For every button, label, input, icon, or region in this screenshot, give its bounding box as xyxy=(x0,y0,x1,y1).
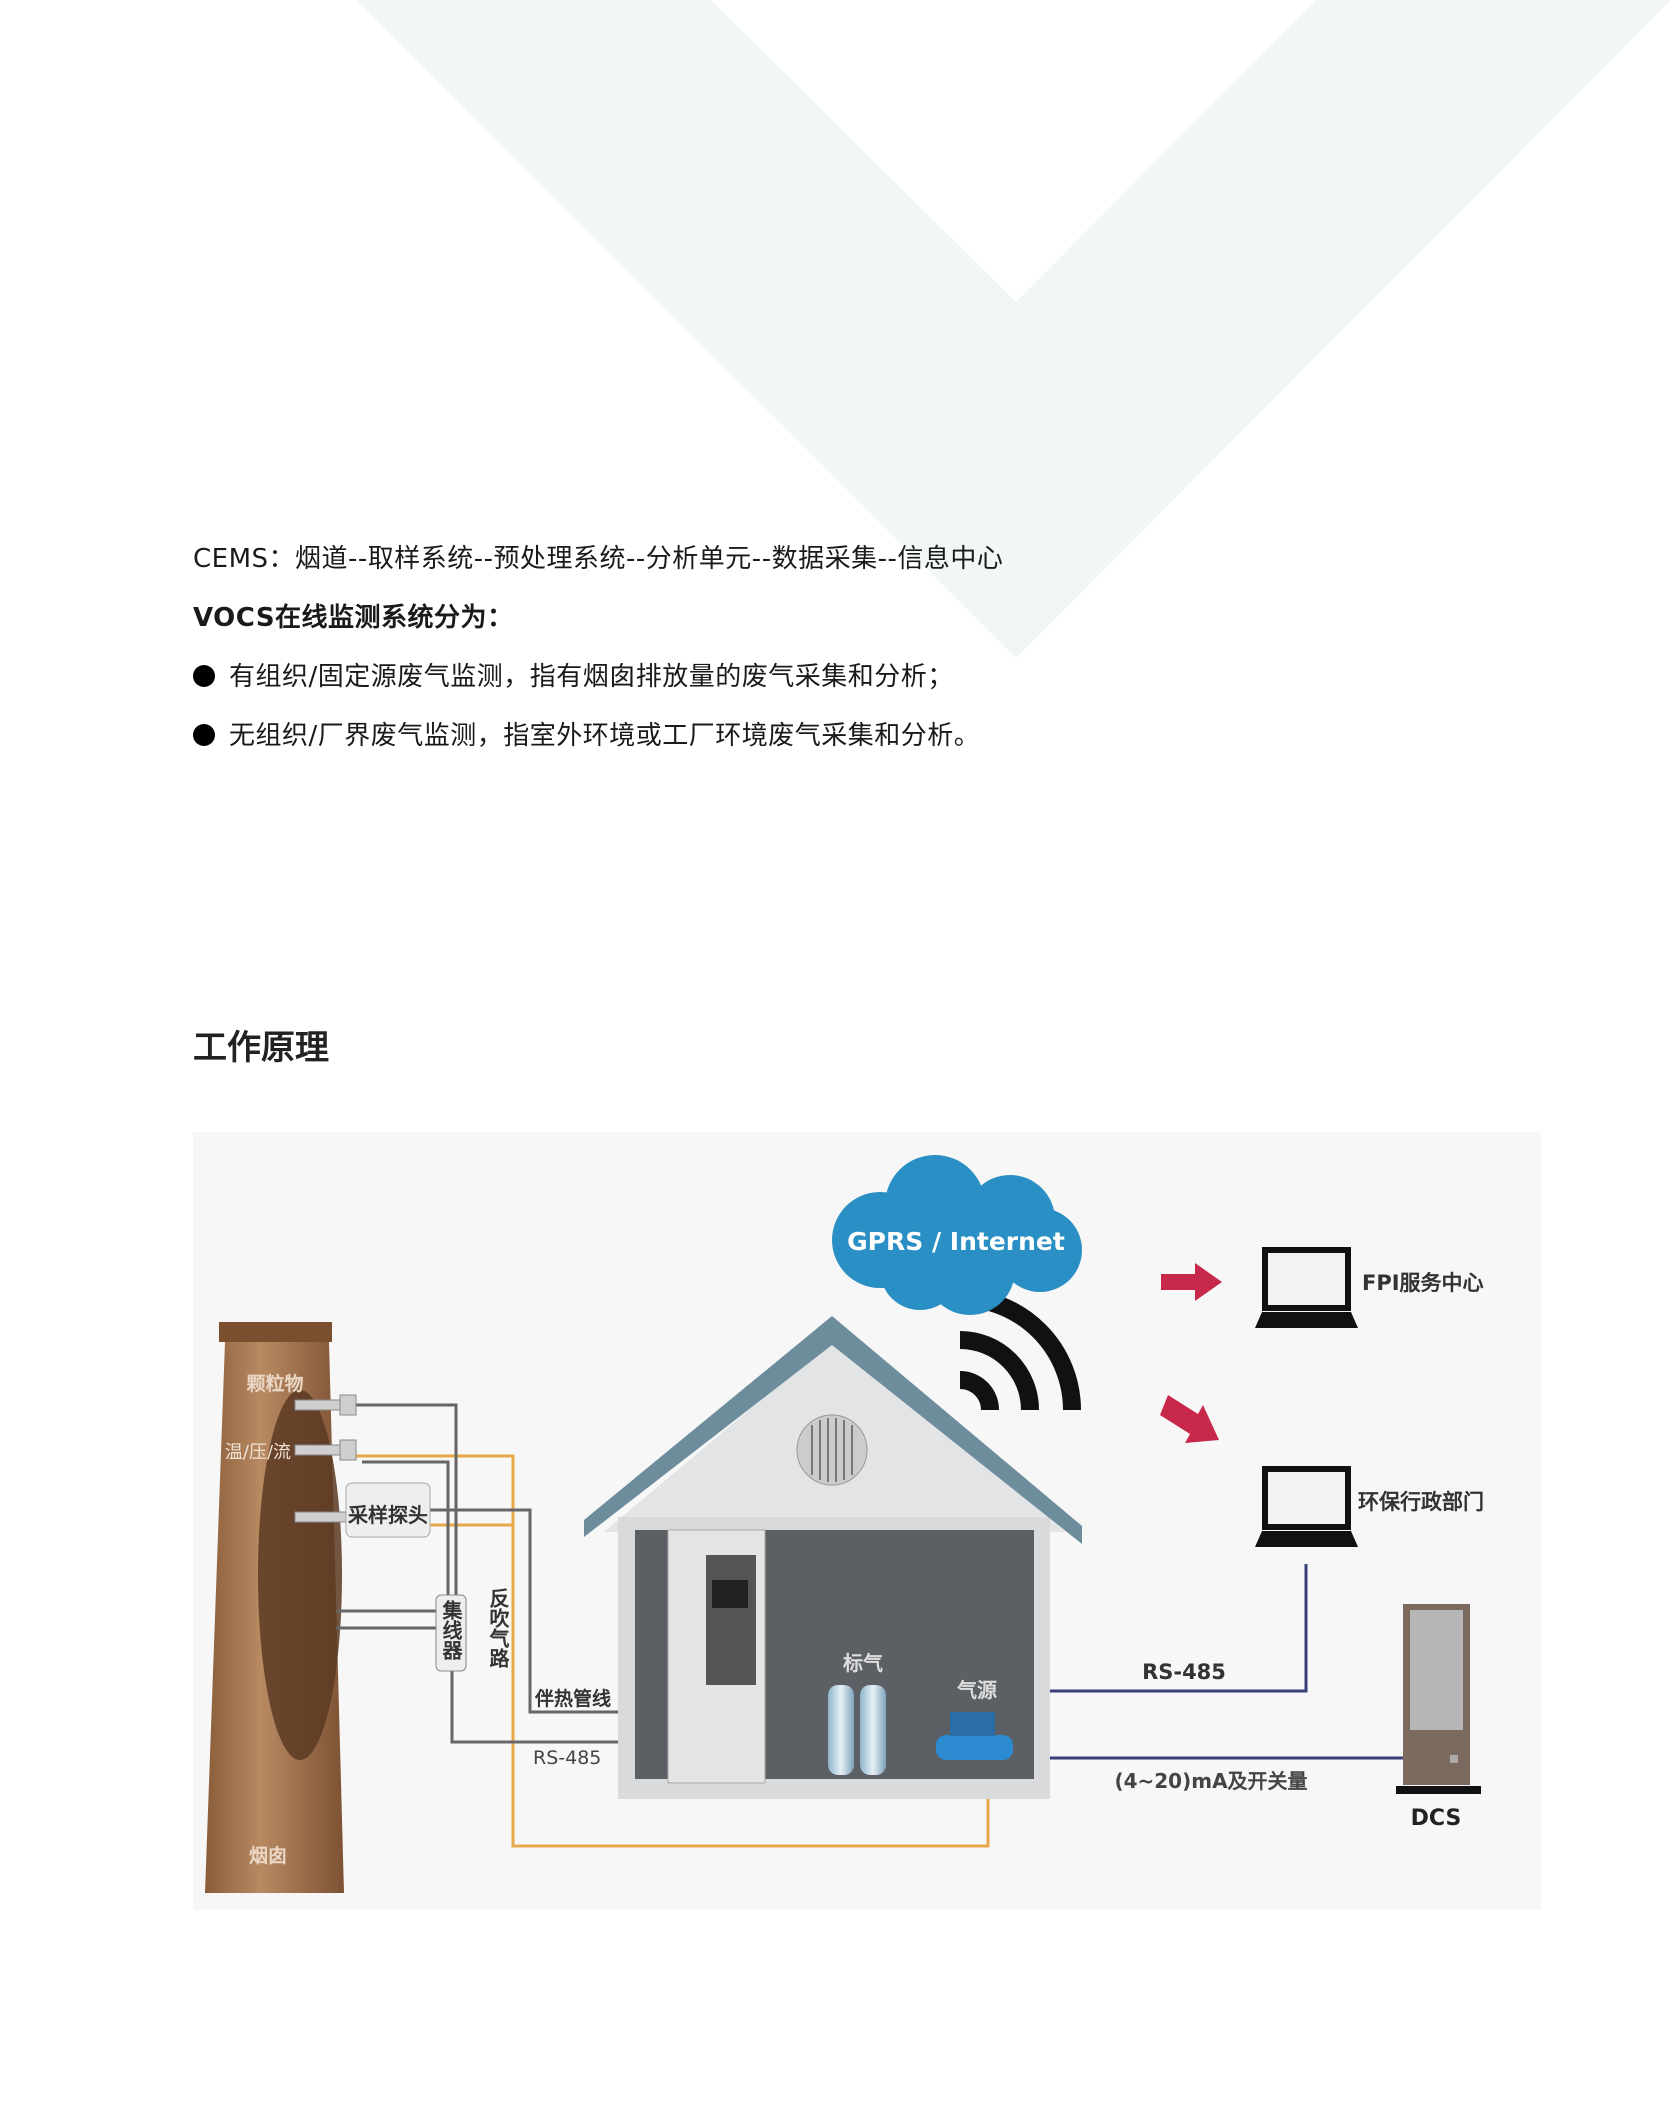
house xyxy=(584,1316,1082,1799)
dcs-label: DCS xyxy=(1411,1806,1462,1831)
tpf-label: 温/压/流 xyxy=(225,1442,291,1463)
gas-cylinder xyxy=(828,1685,854,1775)
bullet-item: 无组织/厂界废气监测，指室外环境或工厂环境废气采集和分析。 xyxy=(193,715,980,752)
chimney xyxy=(205,1322,344,1893)
analog-label: (4~20)mA及开关量 xyxy=(1114,1769,1307,1793)
section-title: 工作原理 xyxy=(193,1028,329,1068)
bullet-icon xyxy=(193,665,215,687)
arrow-icon xyxy=(1160,1263,1222,1443)
gas-cylinder xyxy=(860,1685,886,1775)
gray-wire xyxy=(356,1403,458,1597)
probe-label: 采样探头 xyxy=(348,1503,428,1527)
sampling-probe-box xyxy=(345,1482,431,1538)
cloud-label: GPRS / Internet xyxy=(847,1227,1065,1256)
air-compressor xyxy=(936,1735,1013,1760)
rs485-left-label: RS-485 xyxy=(533,1747,601,1769)
rs485-right-label: RS-485 xyxy=(1142,1660,1226,1684)
air-source-label: 气源 xyxy=(956,1678,997,1702)
particulate-label: 颗粒物 xyxy=(246,1372,303,1395)
collector-label: 集线器 xyxy=(439,1599,463,1661)
heat-trace-label: 伴热管线 xyxy=(534,1687,611,1710)
fpi-label: FPI服务中心 xyxy=(1362,1271,1484,1295)
laptop-icon xyxy=(1255,1247,1358,1328)
cloud-icon xyxy=(832,1155,1082,1315)
cems-line: CEMS：烟道--取样系统--预处理系统--分析单元--数据采集--信息中心 xyxy=(193,544,1004,574)
orange-line xyxy=(356,1454,990,1848)
epa-label: 环保行政部门 xyxy=(1358,1490,1484,1514)
bullet-text: 无组织/厂界废气监测，指室外环境或工厂环境废气采集和分析。 xyxy=(229,721,981,751)
dcs-tower-icon xyxy=(1396,1604,1481,1794)
bullet-item: 有组织/固定源废气监测，指有烟囱排放量的废气采集和分析； xyxy=(193,656,954,693)
laptop-icon xyxy=(1255,1466,1358,1547)
chimney-label: 烟囱 xyxy=(249,1844,287,1867)
collector-box xyxy=(435,1594,467,1672)
probe xyxy=(294,1394,357,1523)
cal-gas-label: 标气 xyxy=(843,1651,883,1675)
bullet-icon xyxy=(193,724,215,746)
vocs-title: VOCS在线监测系统分为： xyxy=(193,603,514,633)
vent-icon xyxy=(796,1414,868,1486)
backblow-label: 反吹气路 xyxy=(486,1588,510,1669)
bullet-text: 有组织/固定源废气监测，指有烟囱排放量的废气采集和分析； xyxy=(229,662,954,692)
